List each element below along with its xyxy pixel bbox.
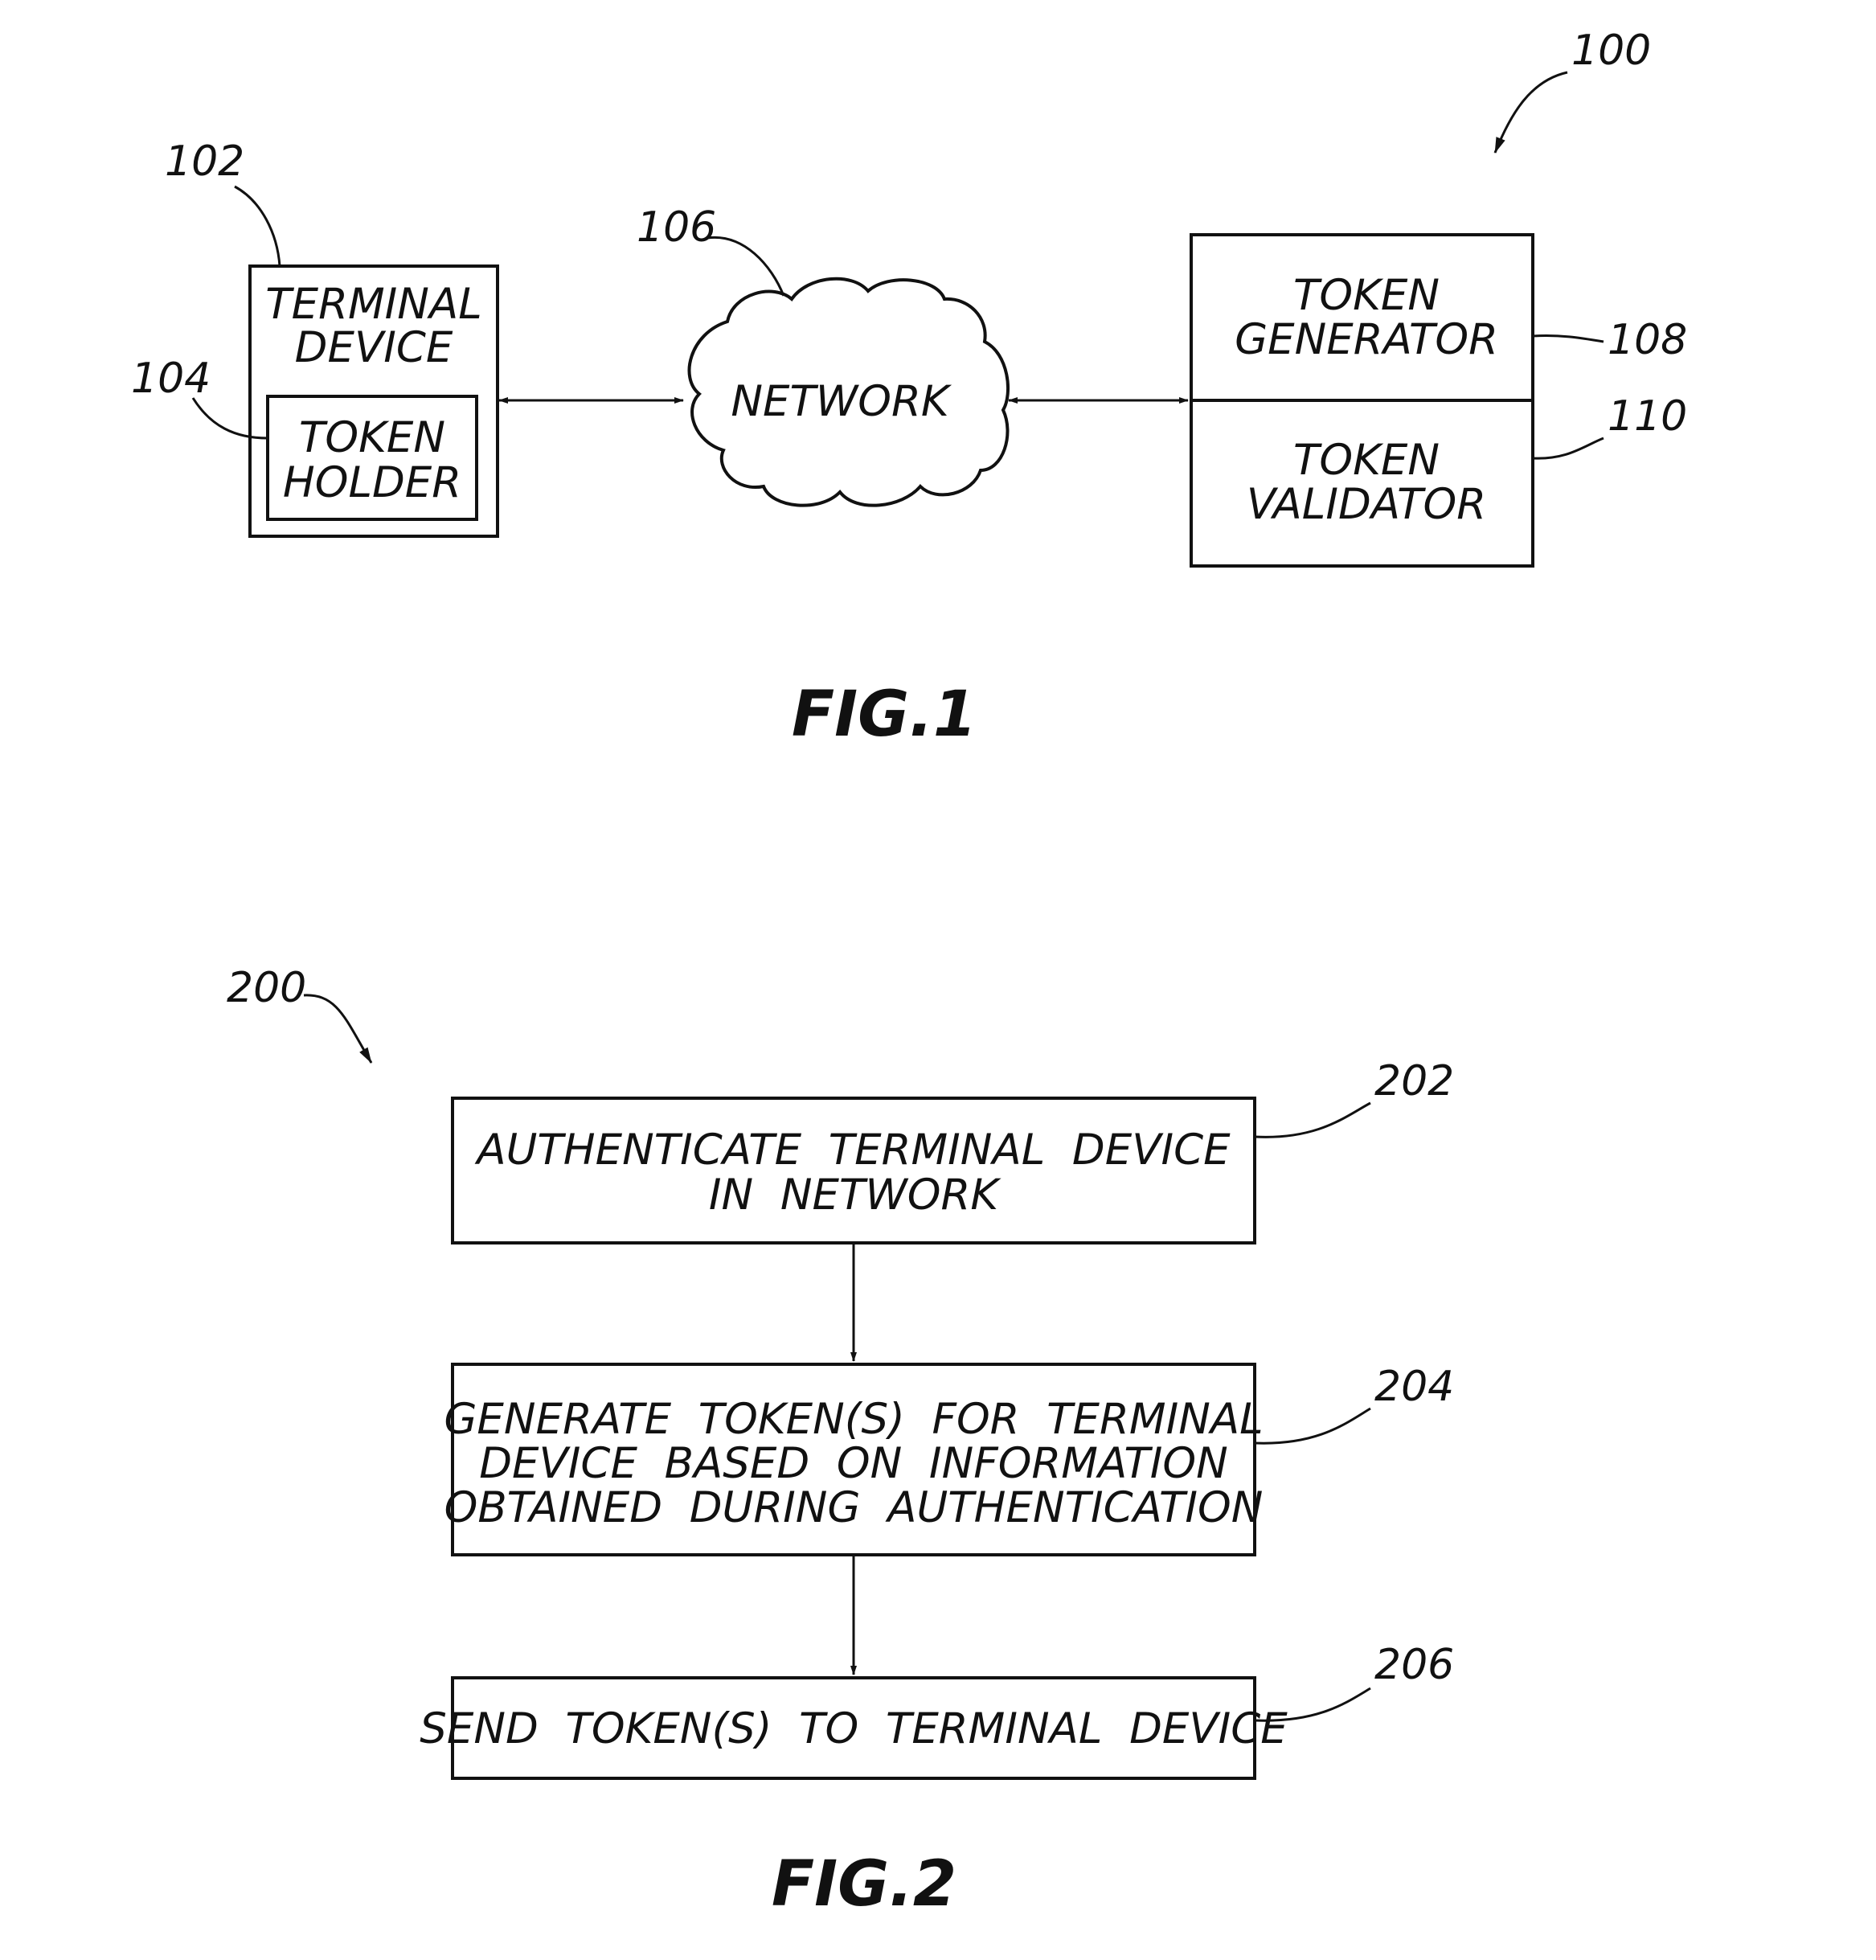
ref-206-label: 206 <box>1374 1641 1454 1689</box>
token-validator-label-line-2: VALIDATOR <box>1247 480 1486 529</box>
terminal-device-label-line-1: TERMINAL <box>265 280 481 329</box>
ref-106-leader <box>707 237 784 296</box>
token-holder-label-line-1: TOKEN <box>299 413 445 462</box>
ref-108-leader <box>1533 335 1604 342</box>
ref-100-arrow <box>1495 72 1567 153</box>
token-holder-label-line-2: HOLDER <box>283 458 461 507</box>
ref-202-label: 202 <box>1374 1057 1454 1105</box>
ref-102-label: 102 <box>165 137 244 186</box>
token-holder-block: TOKEN HOLDER 104 <box>131 355 477 519</box>
ref-204-label: 204 <box>1374 1363 1454 1411</box>
token-server-block: TOKEN GENERATOR TOKEN VALIDATOR 108 110 <box>1191 235 1687 566</box>
ref-108-label: 108 <box>1608 316 1687 364</box>
ref-110-leader <box>1533 438 1604 458</box>
ref-204-leader <box>1255 1408 1370 1443</box>
step-204-text-line-1: GENERATE TOKEN(S) FOR TERMINAL <box>444 1395 1263 1444</box>
ref-104-label: 104 <box>131 355 211 403</box>
ref-110-label: 110 <box>1608 392 1687 441</box>
ref-104-leader <box>193 398 268 438</box>
step-204-block: GENERATE TOKEN(S) FOR TERMINAL DEVICE BA… <box>444 1363 1454 1555</box>
figure-1-caption: FIG.1 <box>792 679 977 751</box>
token-generator-label-line-1: TOKEN <box>1293 271 1440 320</box>
terminal-device-label-line-2: DEVICE <box>295 323 453 372</box>
step-202-text-line-1: AUTHENTICATE TERMINAL DEVICE <box>474 1126 1231 1175</box>
ref-200-arrow <box>304 995 371 1063</box>
network-cloud-block: NETWORK 106 <box>637 203 1008 506</box>
step-206-block: SEND TOKEN(S) TO TERMINAL DEVICE 206 <box>420 1641 1454 1778</box>
step-204-text-line-3: OBTAINED DURING AUTHENTICATION <box>444 1483 1264 1532</box>
ref-102-leader <box>235 187 280 266</box>
ref-200-label: 200 <box>227 964 306 1012</box>
figure-1: 100 TERMINAL DEVICE 102 TOKEN HOLDER 104… <box>131 27 1687 751</box>
figure-2: 200 AUTHENTICATE TERMINAL DEVICE IN NETW… <box>227 964 1454 1921</box>
network-label: NETWORK <box>731 377 952 426</box>
figure-2-caption: FIG.2 <box>772 1848 956 1921</box>
ref-202-leader <box>1255 1103 1370 1137</box>
step-206-text-line-1: SEND TOKEN(S) TO TERMINAL DEVICE <box>420 1704 1288 1753</box>
step-204-text-line-2: DEVICE BASED ON INFORMATION <box>479 1439 1228 1488</box>
token-validator-label-line-1: TOKEN <box>1293 436 1440 485</box>
ref-100-label: 100 <box>1571 27 1651 75</box>
token-generator-label-line-2: GENERATOR <box>1235 315 1498 364</box>
step-202-text-line-2: IN NETWORK <box>709 1171 1001 1220</box>
step-202-block: AUTHENTICATE TERMINAL DEVICE IN NETWORK … <box>453 1057 1454 1243</box>
ref-106-label: 106 <box>637 203 716 252</box>
